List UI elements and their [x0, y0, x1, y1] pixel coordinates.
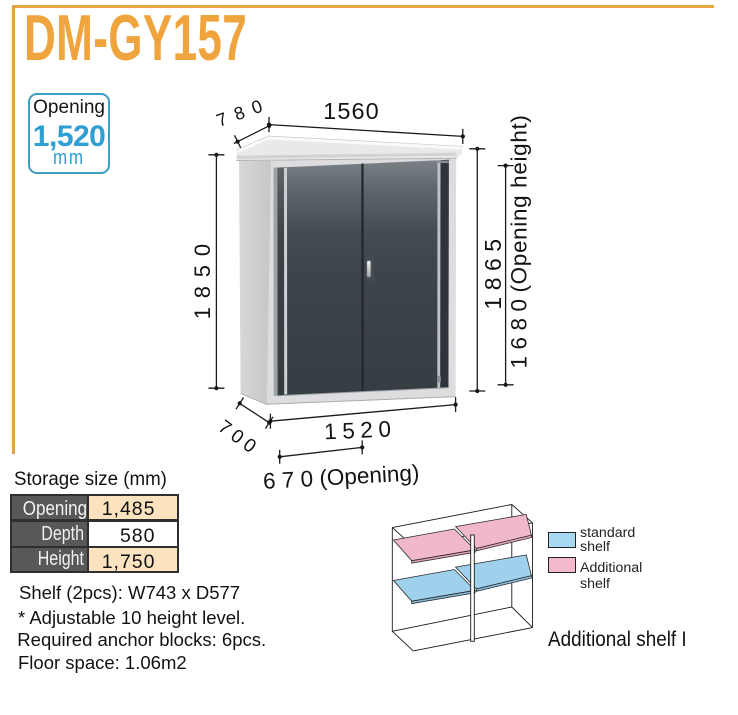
svg-text:670(Opening): 670(Opening) [262, 460, 420, 494]
svg-text:1865: 1865 [480, 232, 506, 309]
svg-text:700: 700 [214, 416, 264, 460]
svg-text:1560: 1560 [323, 98, 380, 124]
svg-text:1520: 1520 [324, 416, 397, 444]
svg-text:1850: 1850 [190, 235, 215, 319]
svg-text:780: 780 [214, 93, 273, 131]
svg-text:1680(Opening height): 1680(Opening height) [507, 114, 532, 368]
